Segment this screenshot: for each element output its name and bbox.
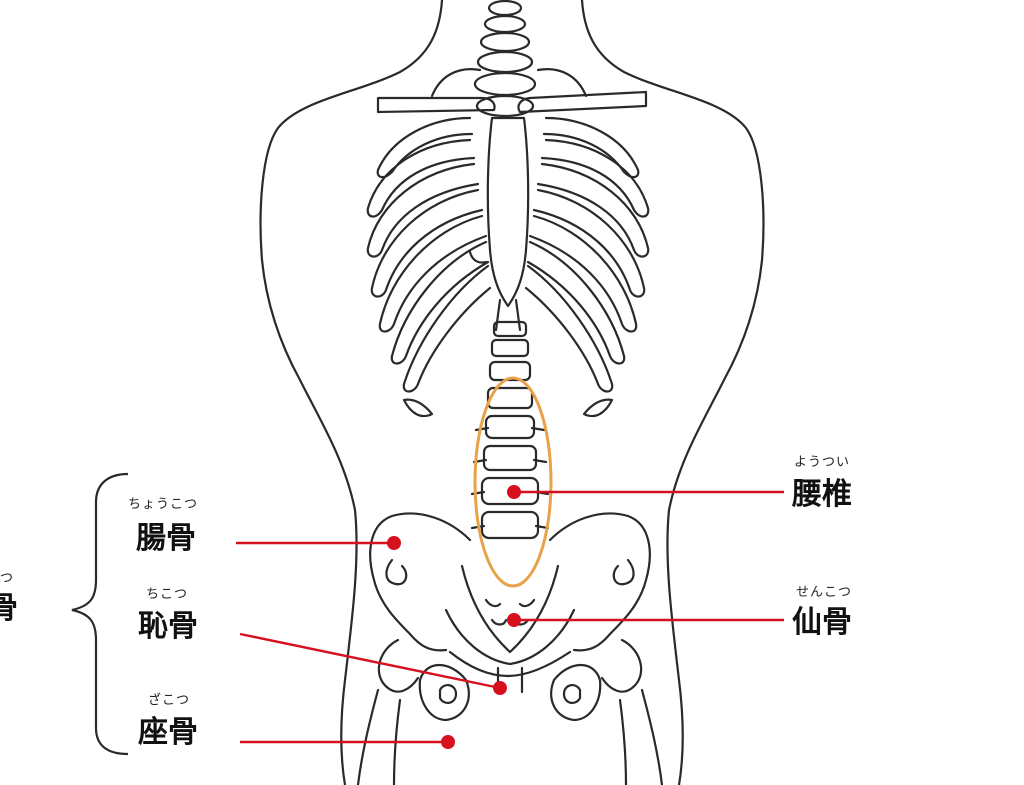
pubis-reading: ちこつ bbox=[146, 587, 189, 602]
sacrum-bone bbox=[460, 564, 560, 654]
group-reading: こつ bbox=[0, 571, 15, 586]
ilium-dot bbox=[387, 536, 401, 550]
sacrum-dot bbox=[507, 613, 521, 627]
pubis-label: 恥骨 bbox=[138, 609, 198, 644]
pubis-pointer-line bbox=[239, 632, 501, 690]
lumbar-dot bbox=[507, 485, 521, 499]
rib-cage-left bbox=[366, 116, 492, 418]
sacrum-reading: せんこつ bbox=[796, 585, 853, 600]
body-outline-right bbox=[580, 0, 765, 785]
femurs bbox=[356, 638, 664, 785]
sternum bbox=[486, 116, 530, 308]
lumbar-highlight-ellipse bbox=[473, 376, 553, 588]
ilium-reading: ちょうこつ bbox=[128, 497, 199, 512]
clavicles bbox=[376, 90, 648, 114]
pubis-dot bbox=[493, 681, 507, 695]
pelvis bbox=[369, 512, 651, 722]
lumbar-label: 腰椎 bbox=[792, 477, 852, 512]
ilium-label: 腸骨 bbox=[136, 521, 196, 556]
lumbar-vertebrae bbox=[470, 320, 550, 540]
ischium-reading: ざこつ bbox=[148, 693, 191, 708]
lumbar-reading: ようつい bbox=[794, 455, 851, 470]
body-outline-left bbox=[259, 0, 444, 785]
ischium-label: 座骨 bbox=[138, 715, 198, 750]
group-label: 骨 bbox=[0, 591, 18, 626]
sacrum-label: 仙骨 bbox=[792, 605, 852, 640]
cervical-spine bbox=[473, 0, 537, 118]
rib-cage-right bbox=[524, 116, 650, 418]
ischium-dot bbox=[441, 735, 455, 749]
group-bracket bbox=[71, 472, 129, 756]
